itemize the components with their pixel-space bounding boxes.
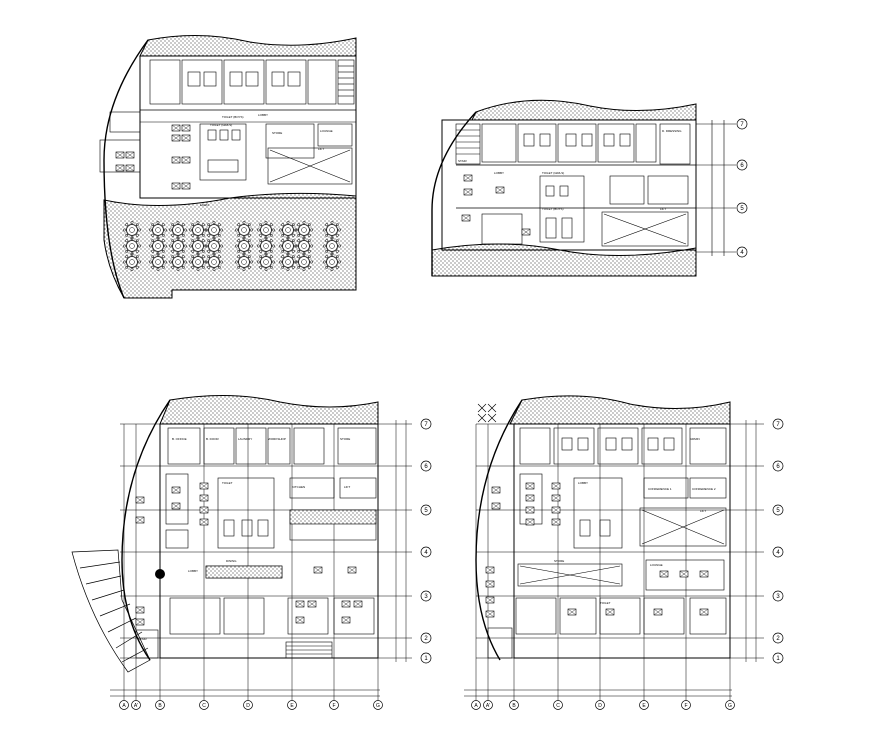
- bl-col-A2: A': [134, 703, 138, 709]
- br-column-bubbles: A A' B C D E F G: [471, 700, 735, 710]
- furniture-top-right: [461, 174, 531, 236]
- bl-row-4: 4: [424, 550, 428, 556]
- br-row-1: 1: [776, 656, 780, 662]
- bl-col-D: D: [246, 703, 250, 709]
- tl-room-label-4: STORE: [272, 131, 282, 135]
- br-row-bubbles: 7 6 5 4 3 2 1: [772, 418, 784, 664]
- bl-row-3: 3: [424, 594, 428, 600]
- br-room-label-2: LOBBY: [578, 481, 588, 485]
- bl-room-label-0: B. OFFICE: [172, 437, 187, 441]
- bl-row-7: 7: [424, 422, 428, 428]
- xx-marks: [477, 403, 497, 423]
- br-col-C: C: [556, 703, 560, 709]
- bl-room-label-10: STAIR: [138, 637, 147, 641]
- br-row-7: 7: [776, 422, 780, 428]
- bl-row-2: 2: [424, 636, 428, 642]
- bl-room-label-7: LIFT: [344, 485, 350, 489]
- seating-top-left: [115, 124, 191, 190]
- br-col-F: F: [684, 703, 687, 709]
- bl-row-6: 6: [424, 464, 428, 470]
- plan-top-right: 7 6 5 4 TOILET (GIRLS) TOILET (BOYS) D. …: [431, 99, 748, 277]
- tl-room-label-0: TOILET (GIRLS): [210, 123, 232, 127]
- tl-lawn-label: LAWN: [200, 203, 209, 207]
- tr-room-label-2: D. DRESSING: [662, 129, 682, 133]
- bl-room-label-3: WORKSHOP: [268, 437, 286, 441]
- br-row-6: 6: [776, 464, 780, 470]
- bl-room-label-1: B. DOOR: [206, 437, 220, 441]
- tr-grid-4: 4: [740, 250, 744, 256]
- br-room-label-5: TOILET: [600, 601, 611, 605]
- tl-room-label-5: LOUNGE: [320, 129, 333, 133]
- br-col-D: D: [598, 703, 602, 709]
- br-col-A2: A': [486, 703, 490, 709]
- bl-room-label-5: TOILET: [222, 481, 233, 485]
- tr-room-label-4: LOBBY: [494, 171, 504, 175]
- br-row-5: 5: [776, 508, 780, 514]
- br-col-G: G: [728, 703, 732, 709]
- br-room-label-6: LOUNGE: [650, 563, 663, 567]
- tl-room-label-3: LIFT: [318, 147, 324, 151]
- tr-room-label-5: STAIR: [458, 159, 467, 163]
- bl-col-C: C: [202, 703, 206, 709]
- br-room-label-4: STORE: [554, 559, 564, 563]
- bl-row-5: 5: [424, 508, 428, 514]
- br-room-label-0: CONFERENCE 1: [648, 487, 672, 491]
- br-row-4: 4: [776, 550, 780, 556]
- tr-room-label-1: TOILET (BOYS): [542, 207, 564, 211]
- bl-room-label-4: STORE: [340, 437, 350, 441]
- bl-col-G: G: [376, 703, 380, 709]
- plan-top-left: TOILET (GIRLS) TOILET (BOYS) LOBBY LIFT …: [99, 34, 357, 299]
- plan-bottom-left: 7 6 5 4 3 2 1 A A' B C D E F G: [71, 394, 432, 710]
- furniture-bottom-right: [485, 482, 709, 618]
- br-room-label-7: ADMIN: [690, 437, 700, 441]
- tl-room-label-1: TOILET (BOYS): [222, 115, 244, 119]
- bl-room-label-2: LAUNDRY: [238, 437, 252, 441]
- bl-col-B: B: [158, 703, 162, 709]
- bl-col-F: F: [332, 703, 335, 709]
- bl-room-label-8: DINING: [226, 559, 237, 563]
- tr-room-label-3: LIFT: [660, 207, 666, 211]
- br-room-label-1: CONFERENCE 2: [692, 487, 716, 491]
- br-col-E: E: [642, 703, 646, 709]
- br-row-3: 3: [776, 594, 780, 600]
- tr-grid-5: 5: [740, 206, 744, 212]
- bl-row-bubbles: 7 6 5 4 3 2 1: [420, 418, 432, 664]
- bl-room-label-9: LOBBY: [188, 569, 198, 573]
- tr-grid-7: 7: [740, 122, 744, 128]
- bl-row-1: 1: [424, 656, 428, 662]
- tr-grid-bubbles: 7 6 5 4: [736, 118, 748, 258]
- br-row-2: 2: [776, 636, 780, 642]
- bl-col-E: E: [290, 703, 294, 709]
- bl-column-bubbles: A A' B C D E F G: [119, 700, 383, 710]
- fan-steps: [71, 549, 151, 673]
- br-col-B: B: [512, 703, 516, 709]
- bl-col-A: A: [122, 703, 126, 709]
- bl-room-label-6: KITCHEN: [292, 485, 305, 489]
- plan-bottom-right: 7 6 5 4 3 2 1 A A' B C D E F G CON: [464, 395, 784, 710]
- tr-grid-6: 6: [740, 163, 744, 169]
- br-col-A: A: [474, 703, 478, 709]
- br-room-label-3: LIFT: [700, 509, 706, 513]
- tr-room-label-0: TOILET (GIRLS): [542, 171, 564, 175]
- tl-room-label-2: LOBBY: [258, 113, 268, 117]
